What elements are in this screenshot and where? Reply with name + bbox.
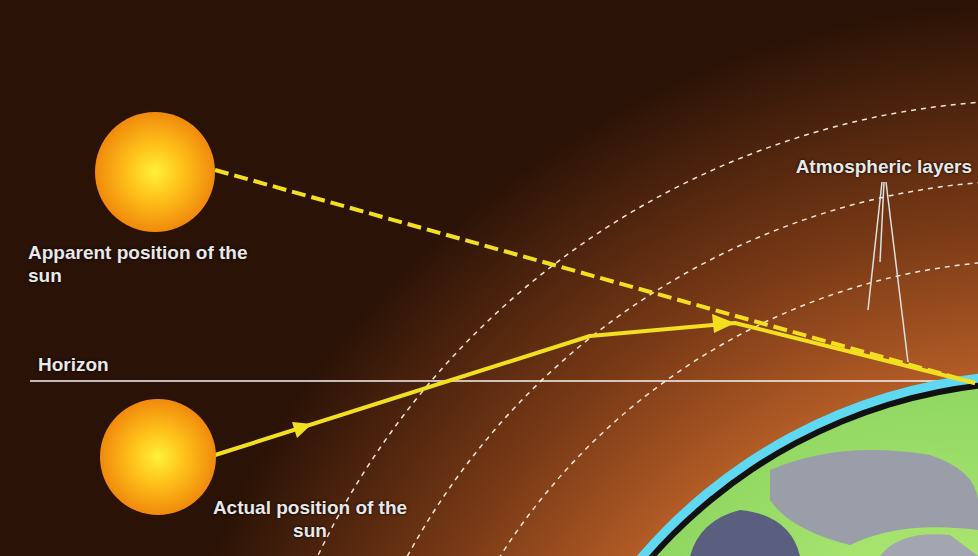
ray-arrowhead (712, 314, 735, 333)
layers-label: Atmospheric layers (796, 156, 972, 179)
apparent-sun (95, 112, 215, 232)
sun-label: Apparent position of the sun (28, 242, 278, 288)
atmospheric-layer-arcs (240, 100, 978, 556)
layers-leader-lines (868, 182, 908, 362)
horizon-label: Horizon (38, 354, 158, 377)
actual-sun (100, 399, 216, 515)
sun-label: Actual position of the sun (205, 497, 415, 543)
horizon-line (30, 380, 978, 382)
actual-ray (212, 323, 975, 456)
earth (510, 370, 978, 556)
apparent-ray (215, 170, 975, 383)
ray-arrowhead (292, 422, 312, 438)
